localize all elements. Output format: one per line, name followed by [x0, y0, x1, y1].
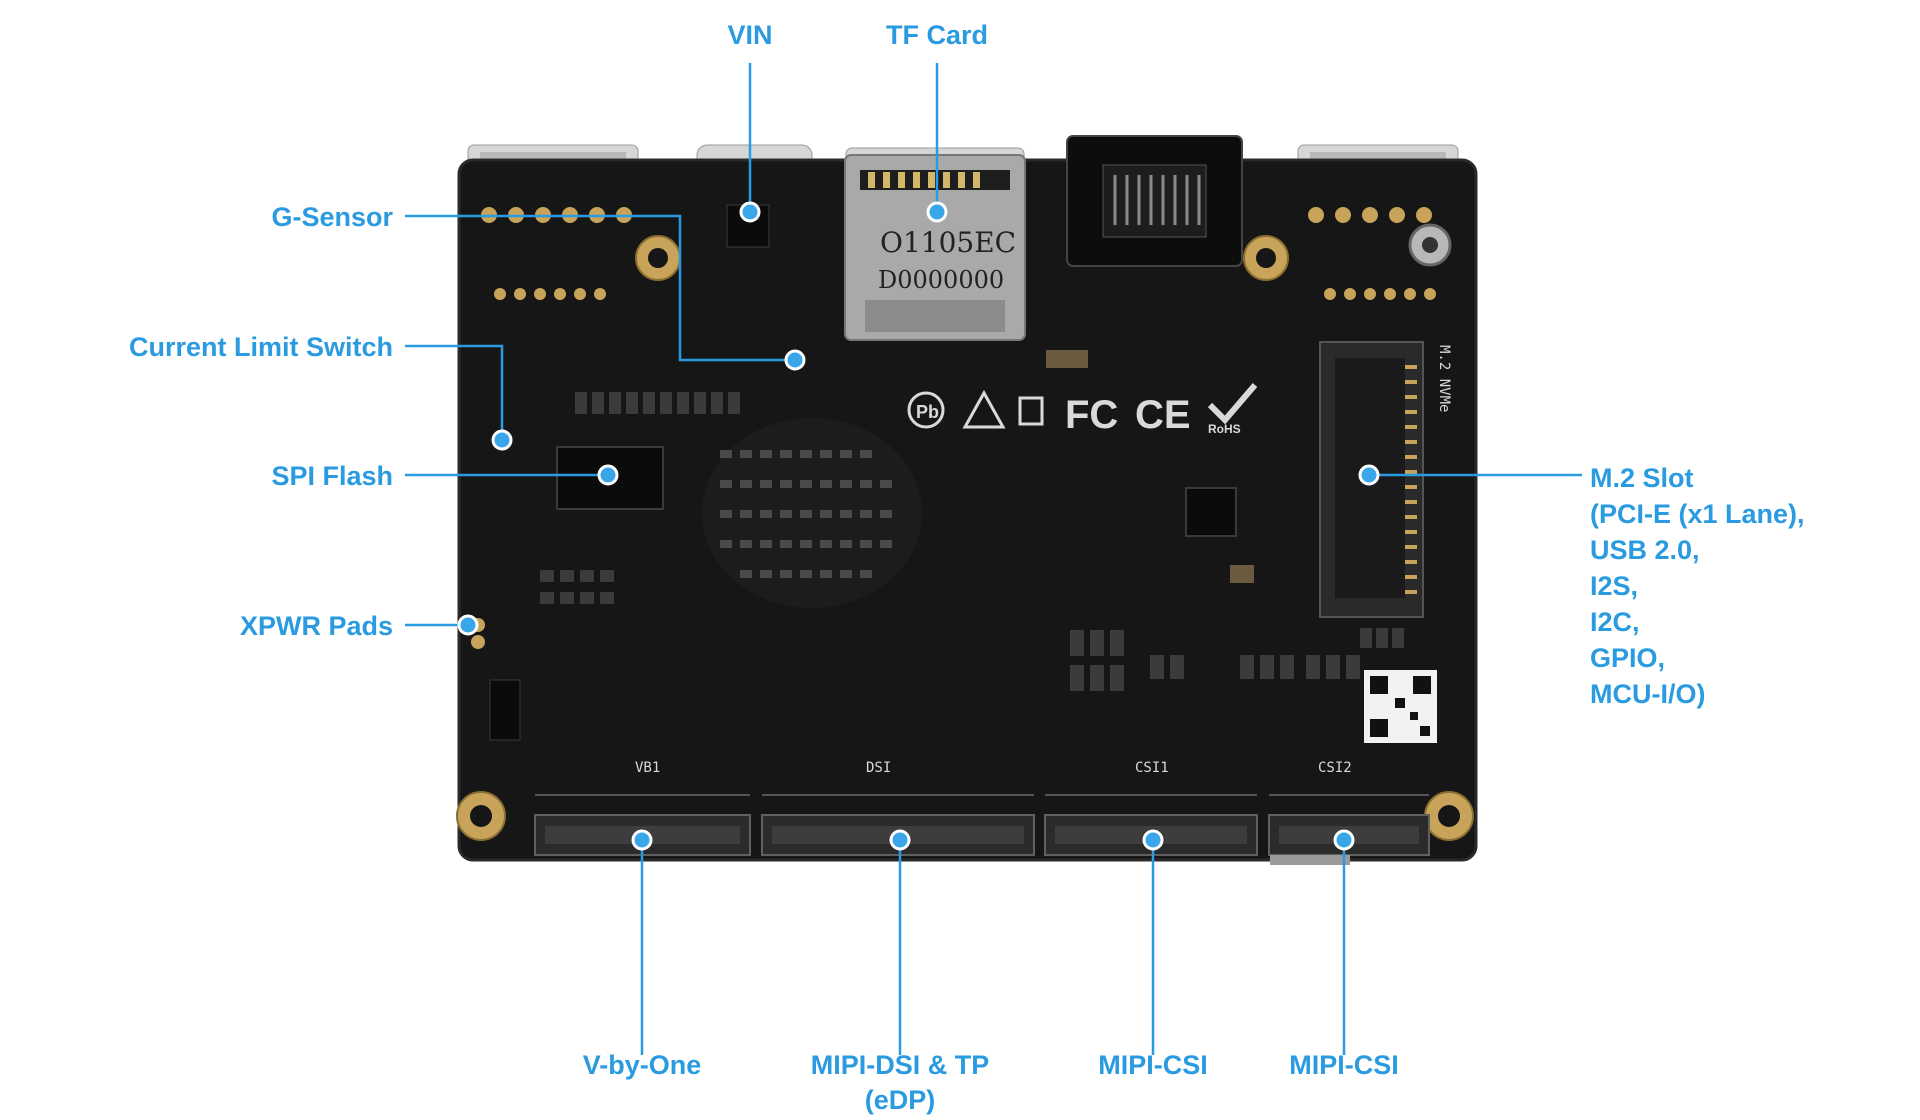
m2-line-7: MCU-I/O): [1590, 679, 1706, 709]
qr-code: [1364, 670, 1437, 743]
label-current-limit-switch: Current Limit Switch: [128, 332, 393, 362]
label-xpwr-pads: XPWR Pads: [239, 611, 393, 641]
soc-area: [702, 418, 922, 608]
spi-flash-chip: [556, 446, 664, 510]
sd-marking-1: O1105EC: [880, 226, 1016, 259]
label-v-by-one: V-by-One: [582, 1050, 702, 1080]
silk-vb1: VB1: [635, 760, 660, 776]
label-mipi-csi-2: MIPI-CSI: [1289, 1050, 1399, 1080]
tf-card-slot: O1105EC D0000000: [844, 154, 1026, 341]
silk-dsi: DSI: [866, 760, 891, 776]
certification-marks: Pb FC CE RoHS: [907, 383, 1258, 437]
silk-csi2: CSI2: [1318, 760, 1352, 776]
svg-text:Pb: Pb: [916, 402, 939, 422]
mipi-dsi-line-2: (eDP): [864, 1085, 936, 1115]
label-tf-card: TF Card: [885, 20, 989, 50]
label-g-sensor: G-Sensor: [271, 202, 393, 232]
sd-marking-2: D0000000: [878, 266, 1004, 294]
m2-line-4: I2S,: [1590, 571, 1639, 601]
label-m2-slot: M.2 Slot (PCI-E (x1 Lane), USB 2.0, I2S,…: [1590, 460, 1805, 712]
pcb-board: [459, 160, 1476, 860]
label-mipi-dsi-tp: MIPI-DSI & TP (eDP): [811, 1052, 990, 1114]
m2-line-2: (PCI-E (x1 Lane),: [1590, 499, 1805, 529]
silk-csi1: CSI1: [1135, 760, 1169, 776]
m2-line-3: USB 2.0,: [1590, 535, 1700, 565]
audio-jack: [1408, 223, 1452, 267]
mipi-dsi-line-1: MIPI-DSI & TP: [810, 1050, 990, 1080]
rohs-mark: RoHS: [1208, 422, 1241, 436]
ce-mark: CE: [1135, 393, 1191, 437]
m2-line-1: M.2 Slot: [1590, 463, 1694, 493]
callout-lines: [405, 63, 1582, 1055]
fc-mark: FC: [1065, 393, 1118, 437]
m2-line-5: I2C,: [1590, 607, 1640, 637]
label-vin: VIN: [727, 20, 773, 50]
m2-line-6: GPIO,: [1590, 643, 1666, 673]
label-spi-flash: SPI Flash: [271, 461, 393, 491]
callout-dots: [457, 201, 1380, 851]
silk-m2-nvme: M.2 NVMe: [1436, 345, 1452, 412]
label-mipi-csi-1: MIPI-CSI: [1098, 1050, 1208, 1080]
ethernet-port: [1066, 135, 1243, 267]
